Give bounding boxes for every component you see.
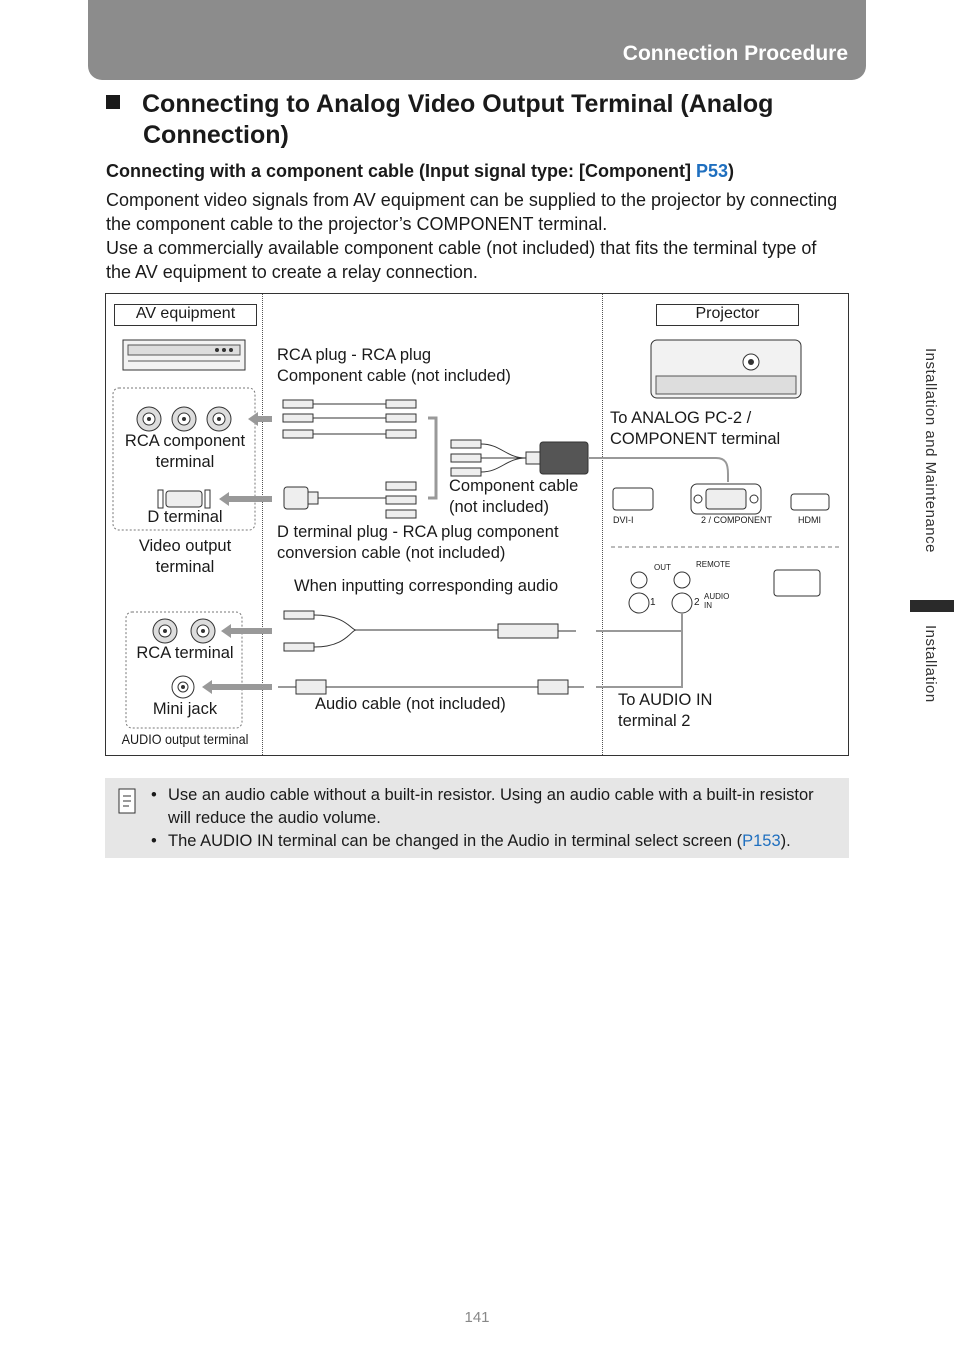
component-cable-label: Component cable (not included): [449, 477, 579, 516]
port-component-label: 2 / COMPONENT: [701, 515, 773, 525]
port-out-label: OUT: [654, 563, 671, 572]
section-title-line2: Connection): [143, 121, 289, 149]
side-chapter-label: Installation and Maintenance: [922, 348, 939, 553]
port-hdmi-label: HDMI: [798, 515, 821, 525]
subheading: Connecting with a component cable (Input…: [106, 161, 734, 182]
page-link-p153[interactable]: P153: [742, 832, 781, 850]
to-analog-pc2-label: To ANALOG PC-2 / COMPONENT terminal: [610, 409, 781, 448]
port-remote-label: REMOTE: [696, 560, 731, 569]
note-item: •Use an audio cable without a built-in r…: [151, 786, 814, 827]
note-box: •Use an audio cable without a built-in r…: [105, 778, 849, 858]
rca-component-terminal-label: RCA component terminal: [124, 432, 246, 471]
audio-rca-to-mini-cable: [283, 610, 576, 652]
page-number: 141: [464, 1309, 490, 1326]
body-text: Component video signals from AV equipmen…: [106, 188, 846, 284]
subheading-text: Connecting with a component cable (Input…: [106, 161, 696, 181]
note-text: The AUDIO IN terminal can be changed in …: [168, 832, 743, 850]
paragraph: Use a commercially available component c…: [106, 238, 817, 282]
audio-cable-label: Audio cable (not included): [315, 695, 506, 713]
mini-to-mini-cable: [278, 679, 584, 695]
side-section-label: Installation: [922, 625, 939, 703]
projector-ports: [612, 483, 830, 515]
rca-audio-jacks: [152, 618, 216, 644]
projector-icon: [650, 339, 802, 399]
diagram-graphics: [112, 339, 842, 729]
note-icon: [118, 788, 136, 814]
port-dvi-label: DVI-I: [613, 515, 634, 525]
page-link-p53[interactable]: P53: [696, 161, 729, 181]
d-terminal-cable-label: D terminal plug - RCA plug component con…: [277, 523, 559, 562]
mini-jack-label: Mini jack: [152, 700, 218, 718]
note-text: Use an audio cable without a built-in re…: [168, 786, 814, 827]
divider-right: [602, 294, 603, 755]
paragraph: Component video signals from AV equipmen…: [106, 190, 838, 234]
to-audio-in-label: To AUDIO IN terminal 2: [618, 691, 713, 730]
note-text-end: ).: [780, 832, 791, 850]
d-terminal-cable: [283, 481, 417, 519]
component-vga-cable: [450, 439, 589, 477]
divider-left: [262, 294, 263, 755]
subheading-close: ): [728, 161, 735, 181]
video-output-terminal-label: Video output terminal: [138, 537, 232, 576]
section-title-line1: Connecting to Analog Video Output Termin…: [142, 90, 774, 118]
av-equipment-label: AV equipment: [114, 304, 257, 326]
audio-ports: [628, 569, 821, 614]
rca-terminal-label: RCA terminal: [136, 644, 234, 662]
port-2-label: 2: [694, 597, 700, 608]
rca-rca-cable: [282, 399, 417, 439]
note-item: •The AUDIO IN terminal can be changed in…: [151, 832, 791, 850]
projector-label: Projector: [656, 304, 799, 326]
audio-output-terminal-label: AUDIO output terminal: [121, 731, 249, 747]
header-title: Connection Procedure: [622, 42, 848, 65]
av-equipment-icon: [122, 339, 246, 371]
d-terminal-label: D terminal: [147, 508, 223, 526]
port-audio-in-label: AUDIO IN: [704, 592, 730, 610]
section-title: Connecting to Analog Video Output Termin…: [106, 89, 846, 151]
d-terminal-icon: [157, 489, 211, 509]
when-inputting-audio-label: When inputting corresponding audio: [294, 577, 559, 595]
section-bullet-square: [106, 95, 120, 109]
connection-diagram: AV equipment Projector RCA component ter…: [105, 293, 849, 756]
rca-plug-cable-label: RCA plug - RCA plug Component cable (not…: [277, 346, 511, 385]
rca-component-jacks: [136, 406, 232, 432]
side-tab-marker: [910, 600, 954, 612]
header-bar: Connection Procedure: [88, 0, 866, 80]
mini-jack-icon: [171, 675, 195, 699]
port-1-label: 1: [650, 597, 656, 608]
note-list: •Use an audio cable without a built-in r…: [151, 784, 831, 853]
signal-arrows: [202, 412, 272, 694]
